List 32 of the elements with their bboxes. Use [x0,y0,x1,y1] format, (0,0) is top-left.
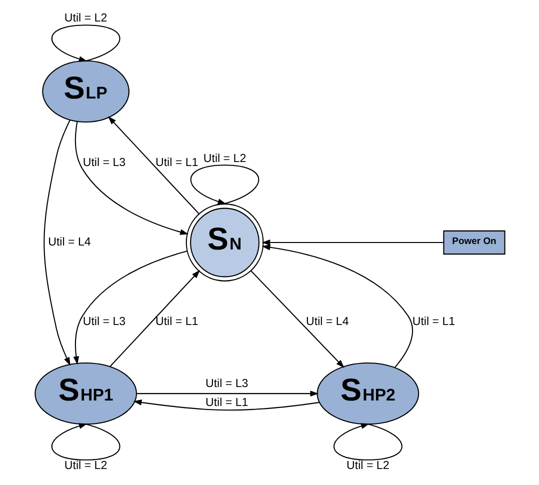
edge-label: Util = L4 [306,316,348,328]
arrow [43,120,70,366]
edge-label: Util = L3 [82,156,126,169]
node-ellipse: SHP2 [316,362,419,425]
edge-label: Util = L1 [155,316,198,328]
edge-label: Util = L3 [205,378,248,390]
edge-label: Util = L2 [346,460,389,472]
edge-label: Util = L3 [82,316,126,328]
arrow [50,423,120,460]
node-circle: SN [185,204,264,282]
arrow [136,390,318,397]
arrow [333,423,402,460]
arrow [50,24,120,62]
arrow [261,244,412,368]
arrow [250,270,344,368]
edge-label: Util = L1 [155,156,198,169]
arrow [190,164,259,204]
node-ellipse: SLP [42,60,129,122]
node-ellipse: SHP1 [34,362,137,425]
edge-label: Util = L2 [202,152,246,165]
edge-label: Util = L1 [205,396,248,409]
arrow [74,121,188,235]
edge-label: Util = L2 [64,460,107,472]
arrow [109,270,200,367]
arrow [107,116,199,214]
arrow [72,250,187,365]
arrow [132,400,319,411]
edge-label: Util = L1 [412,316,455,328]
edge-label: Util = L4 [48,236,90,248]
arrow [261,240,443,246]
edge-label: Util = L2 [64,12,107,25]
node-box: Power On [442,230,505,255]
